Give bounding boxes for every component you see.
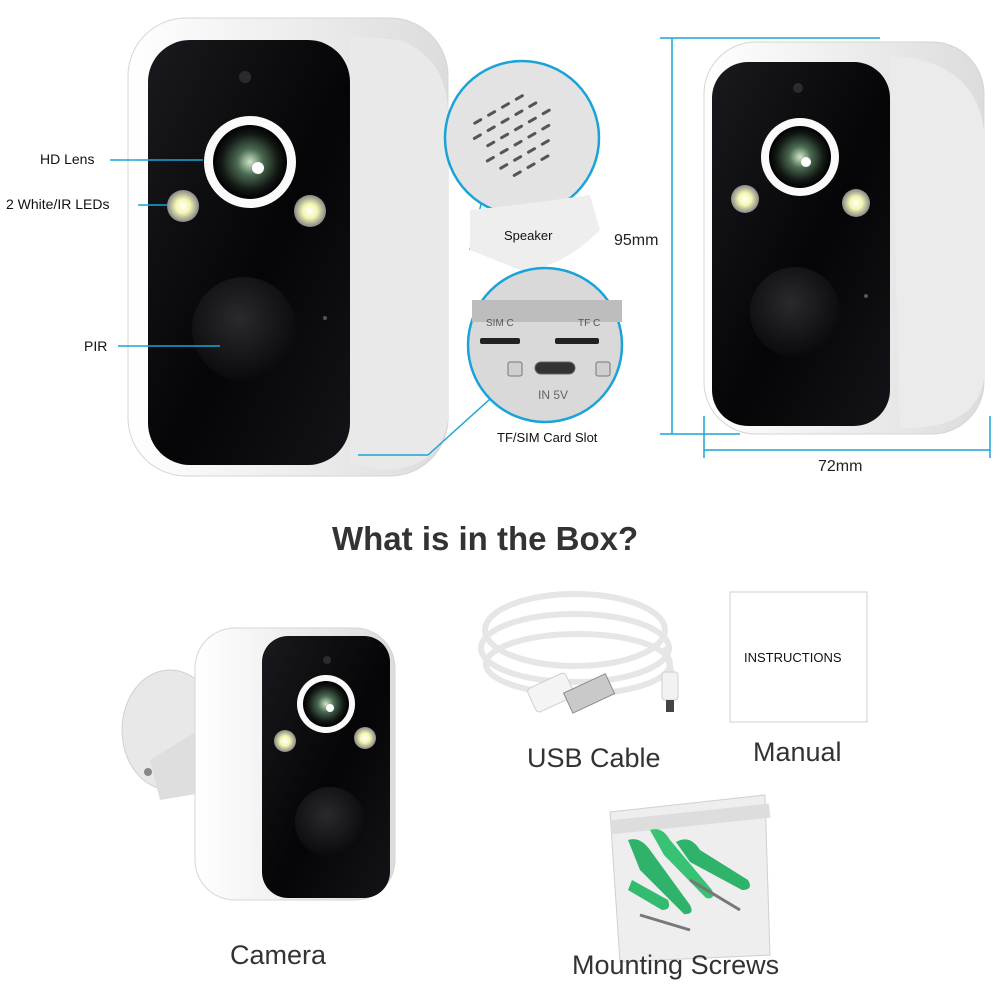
main-camera xyxy=(127,17,449,477)
usb-cable-icon xyxy=(478,591,678,698)
box-section-title: What is in the Box? xyxy=(332,520,639,557)
card-slot-detail xyxy=(466,266,624,424)
callout-card-slot: TF/SIM Card Slot xyxy=(497,430,598,445)
slot-tf-label: TF C xyxy=(578,318,601,329)
speaker-detail xyxy=(443,59,601,270)
port-label: IN 5V xyxy=(538,388,569,402)
caption-usb-cable: USB Cable xyxy=(527,743,661,773)
dimension-lines xyxy=(660,37,991,458)
usb-plug xyxy=(527,671,679,714)
manual-cover-text: INSTRUCTIONS xyxy=(744,650,842,665)
width-dimension: 72mm xyxy=(818,458,863,475)
box-camera xyxy=(121,627,396,901)
callout-speaker: Speaker xyxy=(504,228,553,243)
slot-sim-label: SIM C xyxy=(486,318,514,329)
manual-booklet xyxy=(729,591,868,723)
dimension-camera xyxy=(703,41,985,435)
caption-manual: Manual xyxy=(753,737,842,767)
callout-pir: PIR xyxy=(84,338,108,354)
height-dimension: 95mm xyxy=(614,232,659,249)
callout-hd-lens: HD Lens xyxy=(40,151,95,167)
caption-mounting-screws: Mounting Screws xyxy=(572,950,780,980)
screws-bag xyxy=(609,794,771,963)
speaker-grille-icon xyxy=(472,94,551,177)
caption-camera: Camera xyxy=(230,940,327,970)
callout-leds: 2 White/IR LEDs xyxy=(6,196,110,212)
